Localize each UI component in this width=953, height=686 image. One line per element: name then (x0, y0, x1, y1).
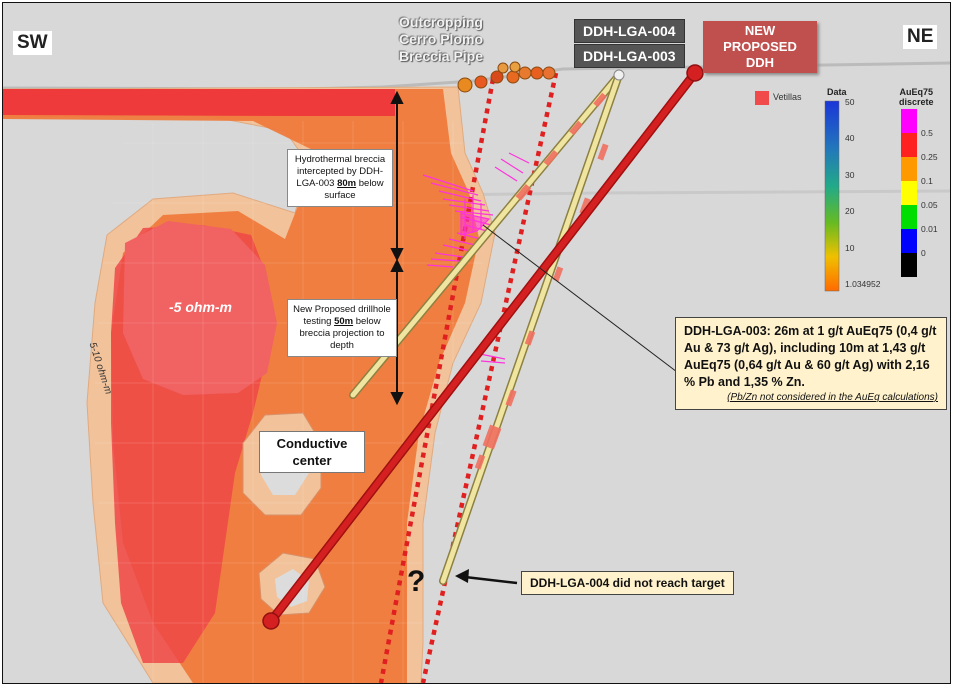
legend-discrete-tick: 0.05 (921, 200, 938, 210)
legend-data-tick: 1.034952 (845, 279, 881, 289)
tag-ddh-lga-003: DDH-LGA-003 (574, 44, 685, 68)
low-resistivity-core (123, 221, 277, 395)
discrete-swatch (901, 229, 917, 253)
legend-discrete-title: AuEq75 discrete (899, 87, 934, 107)
unknown-target-mark: ? (407, 565, 426, 598)
discrete-swatch (901, 253, 917, 277)
deep-contact-line (432, 189, 950, 197)
legend-discrete-tick: 0.5 (921, 128, 933, 138)
miss-arrow (455, 569, 518, 585)
discrete-swatch (901, 109, 917, 133)
legend-vetillas-label: Vetillas (773, 92, 802, 102)
legend-discrete-tick: 0.1 (921, 176, 933, 186)
surface-red-cap (3, 89, 395, 116)
legend-discrete-tick: 0.25 (921, 152, 938, 162)
outcrop-label: Outcropping Cerro Plomo Breccia Pipe (398, 14, 484, 64)
discrete-swatch (901, 133, 917, 157)
note-breccia-intercept: Hydrothermal breccia intercepted by DDH-… (287, 149, 393, 207)
conductive-center-label: Conductive center (259, 431, 365, 473)
assay-traces (422, 152, 530, 364)
direction-ne: NE (903, 25, 938, 49)
legend-discrete-tick: 0 (921, 248, 926, 258)
tag-new-proposed-ddh: NEW PROPOSED DDH (703, 21, 817, 73)
callout-leader (482, 224, 682, 376)
legend-data-tick: 30 (845, 169, 855, 180)
label-core-resistivity: -5 ohm-m (169, 299, 232, 315)
drillhole-ddh-lga-003 (439, 69, 625, 585)
data-color-ramp (824, 100, 840, 292)
discrete-swatch (901, 181, 917, 205)
direction-sw: SW (13, 31, 52, 55)
miss-label: DDH-LGA-004 did not reach target (521, 571, 734, 595)
interval-marks (474, 92, 609, 470)
legend-data-tick: 20 (845, 206, 855, 217)
note-proposed-hole: New Proposed drillhole testing 50m below… (287, 299, 397, 357)
discrete-color-ramp (901, 109, 917, 277)
vetillas-swatch (755, 91, 769, 105)
depth-arrows (390, 90, 404, 406)
discrete-swatch (901, 205, 917, 229)
legend-data-title: Data (827, 87, 847, 97)
tag-ddh-lga-004: DDH-LGA-004 (574, 19, 685, 43)
outcrop-samples (457, 61, 556, 93)
legend-data-tick: 10 (845, 242, 855, 253)
proposed-drillhole (262, 64, 704, 630)
assay-callout: DDH-LGA-003: 26m at 1 g/t AuEq75 (0,4 g/… (675, 317, 947, 410)
legend-discrete-tick: 0.01 (921, 224, 938, 234)
discrete-swatch (901, 157, 917, 181)
legend-data-tick: 40 (845, 133, 855, 144)
legend-data-tick: 50 (845, 97, 855, 107)
